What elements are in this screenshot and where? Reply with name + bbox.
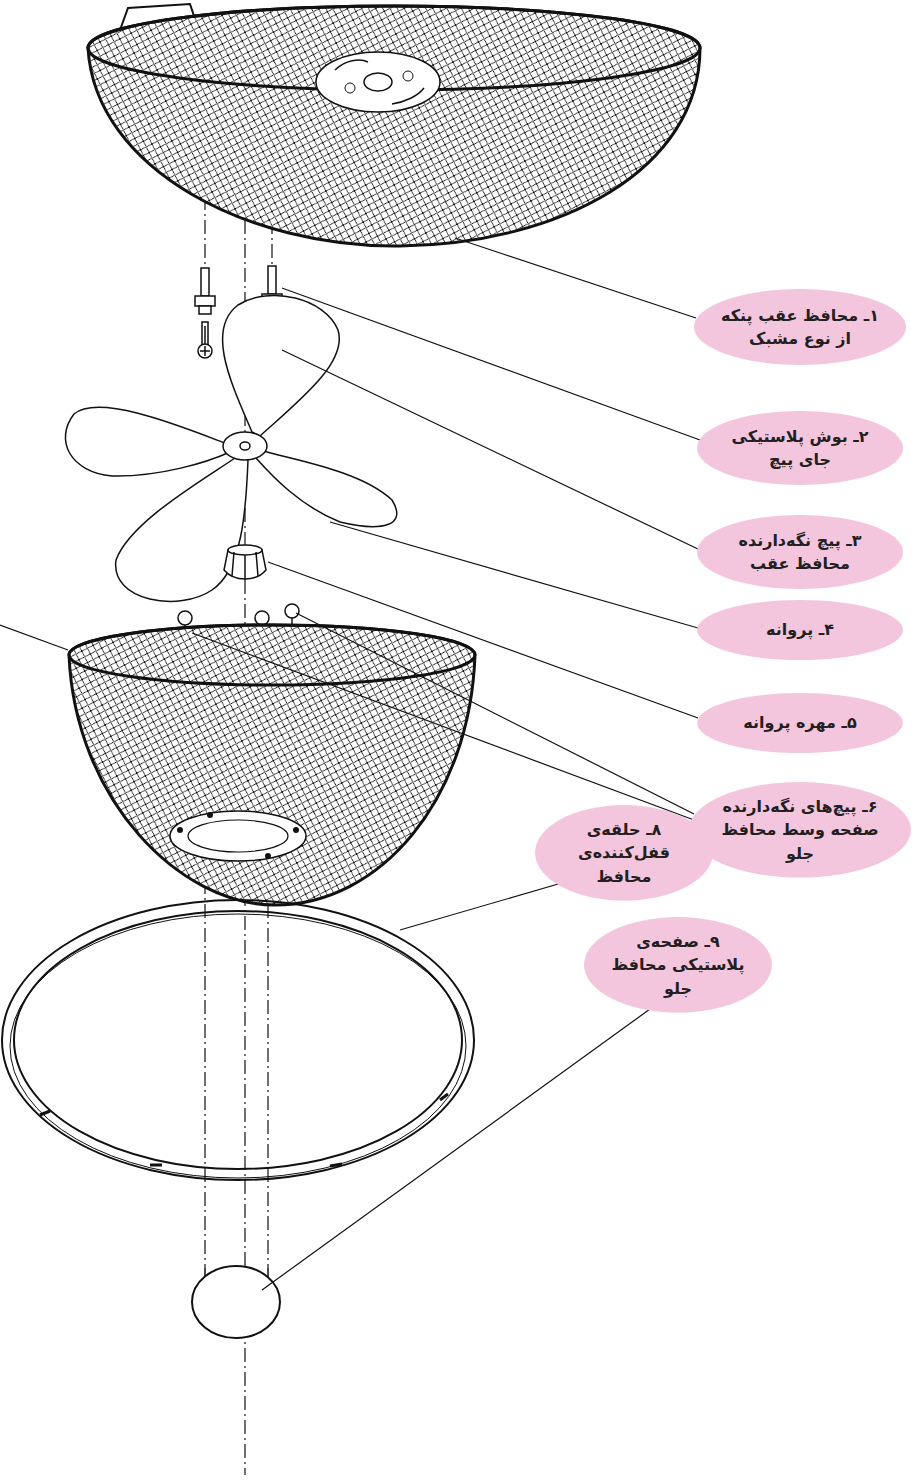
ellipse-shape — [697, 411, 903, 485]
ellipse-fill — [689, 782, 911, 878]
callout-label: ۵ـ مهره پروانه — [697, 711, 903, 734]
callout-ellipse: ۳ـ پیچ نگه‌دارنده محافظ عقب — [697, 515, 903, 589]
propeller — [65, 295, 396, 601]
callout-ellipse: ۴ـ پروانه — [697, 600, 903, 660]
callout-label: ۸ـ حلقه‌ی قفل‌کننده‌ی محافظ — [535, 818, 713, 888]
ellipse-shape — [697, 515, 903, 589]
leader-line — [0, 238, 700, 1290]
callout-label: ۶ـ پیچ‌های نگه‌دارنده صفحه وسط محافظ جلو — [689, 795, 911, 865]
callout-label: ۲ـ بوش پلاستیکی جای پیچ — [697, 425, 903, 471]
ellipse-fill — [584, 917, 772, 1013]
locking-ring — [2, 900, 474, 1180]
ellipse-fill — [697, 411, 903, 485]
ellipse-fill — [535, 805, 713, 901]
callout-label: ۹ـ صفحه‌ی پلاستیکی محافظ جلو — [584, 930, 772, 1000]
ellipse-fill — [694, 289, 906, 365]
callout-ellipse: ۸ـ حلقه‌ی قفل‌کننده‌ی محافظ — [535, 805, 713, 901]
ellipse-fill — [697, 515, 903, 589]
rear-guard — [88, 4, 700, 246]
callout-ellipse: ۱ـ محافظ عقب پنکه از نوع مشبک — [694, 289, 906, 365]
callout-label: ۳ـ پیچ نگه‌دارنده محافظ عقب — [697, 529, 903, 575]
callout-ellipse: ۲ـ بوش پلاستیکی جای پیچ — [697, 411, 903, 485]
ellipse-shape — [694, 289, 906, 365]
ellipse-fill — [697, 693, 903, 753]
callout-ellipse: ۵ـ مهره پروانه — [697, 693, 903, 753]
plastic-plate — [192, 1266, 280, 1338]
front-guard — [69, 625, 475, 905]
callout-ellipse: ۹ـ صفحه‌ی پلاستیکی محافظ جلو — [584, 917, 772, 1013]
propeller-nut — [224, 545, 266, 580]
callout-ellipse: ۶ـ پیچ‌های نگه‌دارنده صفحه وسط محافظ جلو — [689, 782, 911, 878]
callout-label: ۱ـ محافظ عقب پنکه از نوع مشبک — [694, 304, 906, 350]
callout-label: ۴ـ پروانه — [697, 618, 903, 641]
ellipse-fill — [697, 600, 903, 660]
